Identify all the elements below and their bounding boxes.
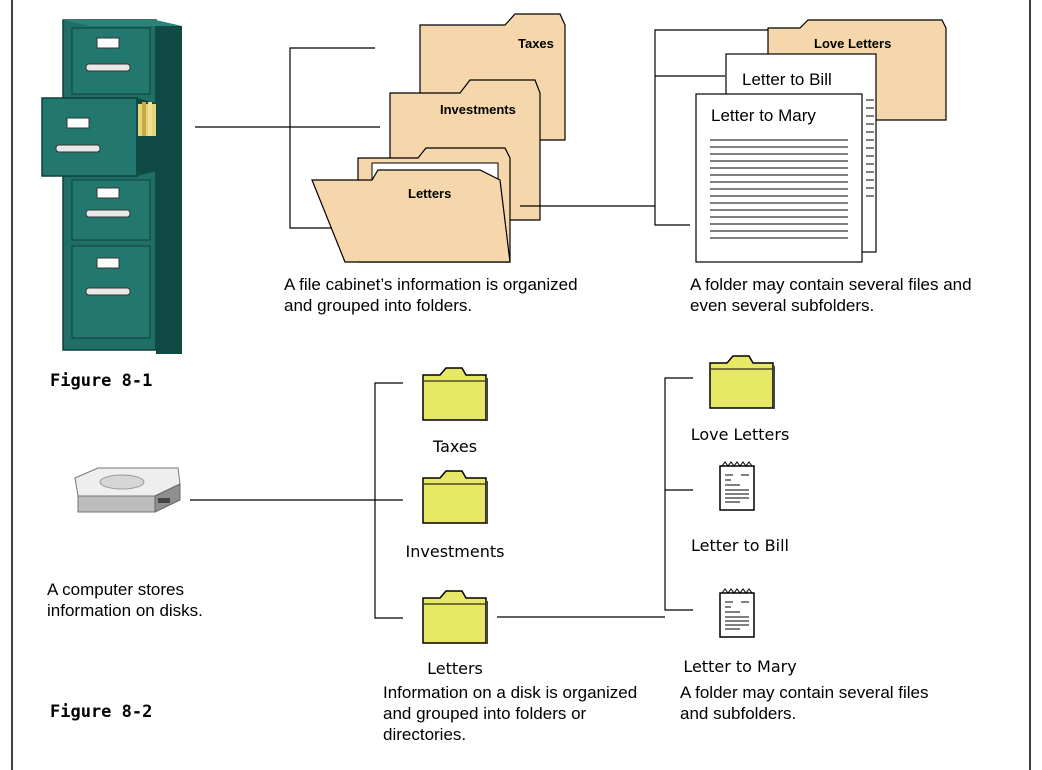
folder-tab-label-investments: Investments [440, 102, 516, 117]
document-letter-to-mary-icon [695, 93, 863, 263]
folder-caption: A folder may contain several files and e… [690, 275, 972, 315]
folder-tab-label-taxes: Taxes [518, 36, 554, 51]
sub-caption: A folder may contain several files and s… [680, 683, 929, 723]
folder-label-taxes: Taxes [432, 437, 478, 456]
disk-caption: A computer stores information on disks. [47, 580, 203, 620]
file-cabinet-icon [41, 19, 182, 354]
folder-tab-label-letters: Letters [408, 186, 452, 201]
folder-tab-label-love-letters: Love Letters [814, 36, 892, 51]
folder-investments-icon [422, 470, 488, 524]
disk-folder-caption: Information on a disk is organized and g… [383, 683, 638, 744]
connector-bracket [654, 29, 770, 226]
connector-bracket [664, 377, 693, 611]
folder-love-letters-icon [709, 355, 775, 409]
folder-label-letters: Letters [427, 659, 483, 678]
document-letter-to-mary-small-icon [719, 588, 755, 638]
document-title-letter-to-mary: Letter to Mary [711, 106, 816, 125]
folder-label-investments: Investments [405, 542, 505, 561]
item-label-letter-to-bill: Letter to Bill [691, 536, 789, 555]
folder-letters-icon [422, 590, 488, 644]
document-letter-to-bill-small-icon [719, 461, 755, 511]
figure-label-8-1: Figure 8-1 [50, 371, 153, 391]
item-label-love-letters: Love Letters [690, 425, 790, 444]
document-title-letter-to-bill: Letter to Bill [742, 70, 832, 89]
cabinet-caption: A file cabinet’s information is organize… [284, 275, 578, 315]
folder-taxes-icon [422, 367, 488, 421]
item-label-letter-to-mary: Letter to Mary [683, 657, 797, 676]
figure-label-8-2: Figure 8-2 [50, 702, 153, 722]
manila-folder-letters-icon [311, 147, 511, 263]
hard-disk-icon [74, 467, 181, 513]
